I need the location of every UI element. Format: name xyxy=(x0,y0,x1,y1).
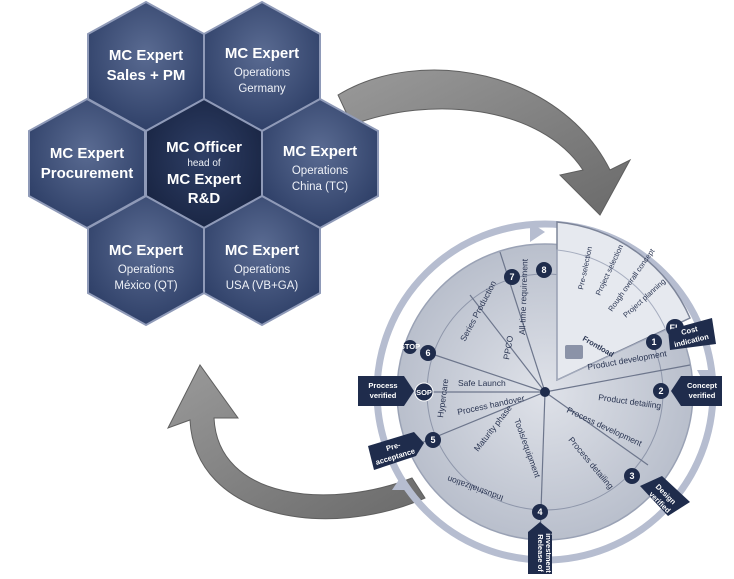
hexagon-cluster: MC Expert Sales + PM MC Expert Operation… xyxy=(28,0,379,327)
hex-bottom-left-sub: Operations xyxy=(118,264,175,276)
cycle-arrow-top xyxy=(337,69,632,216)
process-wheel: Pre-selection Project selection Rough ov… xyxy=(358,220,722,574)
milestone-7-circle xyxy=(504,269,520,285)
milestone-flag-1: Cost indication xyxy=(668,318,716,350)
hex-center-line4: R&D xyxy=(188,190,221,207)
hex-left-line2: Procurement xyxy=(41,165,134,182)
milestone-flag-6: Process verified xyxy=(358,376,414,406)
hex-top-right-sub2: Germany xyxy=(238,83,286,95)
flag-6-line1: Process xyxy=(368,381,397,390)
hex-bottom-left-title: MC Expert xyxy=(109,242,183,259)
milestone-1-num: 1 xyxy=(651,337,656,347)
hex-bottom-right xyxy=(203,194,321,327)
frontload-sector xyxy=(556,221,691,382)
flag-2-line2: verified xyxy=(689,391,716,400)
hex-top-left-line2: Sales + PM xyxy=(107,67,186,84)
milestone-3-circle xyxy=(624,468,640,484)
ring-arrowhead-lowleft xyxy=(392,475,405,490)
sop-badge xyxy=(414,382,434,402)
fl-badge-label: FL xyxy=(670,323,681,333)
hex-right-sub: Operations xyxy=(292,165,349,177)
hex-left-title: MC Expert xyxy=(50,145,124,162)
hex-center-head: head of xyxy=(187,158,221,169)
wheel-dividers xyxy=(415,251,691,541)
flag-4-line2: investment xyxy=(544,533,553,573)
milestone-3-num: 3 xyxy=(629,471,634,481)
milestone-8-num: 8 xyxy=(541,265,546,275)
sop-badge-label: SOP xyxy=(416,388,432,397)
milestone-2-num: 2 xyxy=(658,386,663,396)
seg-all-time-requirement: All-time requirement xyxy=(517,258,530,335)
hex-top-right-title: MC Expert xyxy=(225,45,299,62)
frontload-globe-icon xyxy=(565,345,583,359)
milestone-7-num: 7 xyxy=(509,272,514,282)
milestone-markers: 1 2 3 4 5 6 7 8 xyxy=(420,262,669,520)
milestone-6-num: 6 xyxy=(425,348,430,358)
hex-bottom-left-sub2: México (QT) xyxy=(114,280,177,292)
hex-bottom-right-title: MC Expert xyxy=(225,242,299,259)
flag-6-line2: verified xyxy=(370,391,397,400)
wheel-hub xyxy=(540,387,550,397)
cycle-arrow-bottom xyxy=(166,364,426,520)
hex-center-line3: MC Expert xyxy=(167,171,241,188)
hex-bottom-right-sub: Operations xyxy=(234,264,291,276)
seg-ppco: PPCO xyxy=(501,335,515,361)
milestone-2-circle xyxy=(653,383,669,399)
stop-badge-label: STOP xyxy=(400,342,420,351)
flag-4-line1: Release of xyxy=(536,534,545,572)
milestone-4-num: 4 xyxy=(537,507,542,517)
flag-5-line1: Pre- xyxy=(385,440,402,453)
milestone-flag-4: Release of investment xyxy=(528,522,553,574)
hex-center-title: MC Officer xyxy=(166,139,242,156)
ring-arrowhead-top xyxy=(530,222,545,242)
milestone-1-circle xyxy=(646,334,662,350)
hex-top-right-sub: Operations xyxy=(234,67,291,79)
milestone-5-num: 5 xyxy=(430,435,435,445)
stop-badge xyxy=(403,340,417,354)
milestone-flag-2: Concept verified xyxy=(671,376,722,406)
hex-bottom-right-sub2: USA (VB+GA) xyxy=(226,280,299,292)
flag-2-line1: Concept xyxy=(687,381,718,390)
hex-right-title: MC Expert xyxy=(283,143,357,160)
milestone-6-circle xyxy=(420,345,436,361)
seg-safe-launch: Safe Launch xyxy=(458,378,506,388)
milestone-5-circle xyxy=(425,432,441,448)
milestone-8-circle xyxy=(536,262,552,278)
hex-right-sub2: China (TC) xyxy=(292,181,348,193)
hex-top-left-title: MC Expert xyxy=(109,47,183,64)
flag-1-line1: Cost xyxy=(680,324,699,337)
milestone-4-circle xyxy=(532,504,548,520)
